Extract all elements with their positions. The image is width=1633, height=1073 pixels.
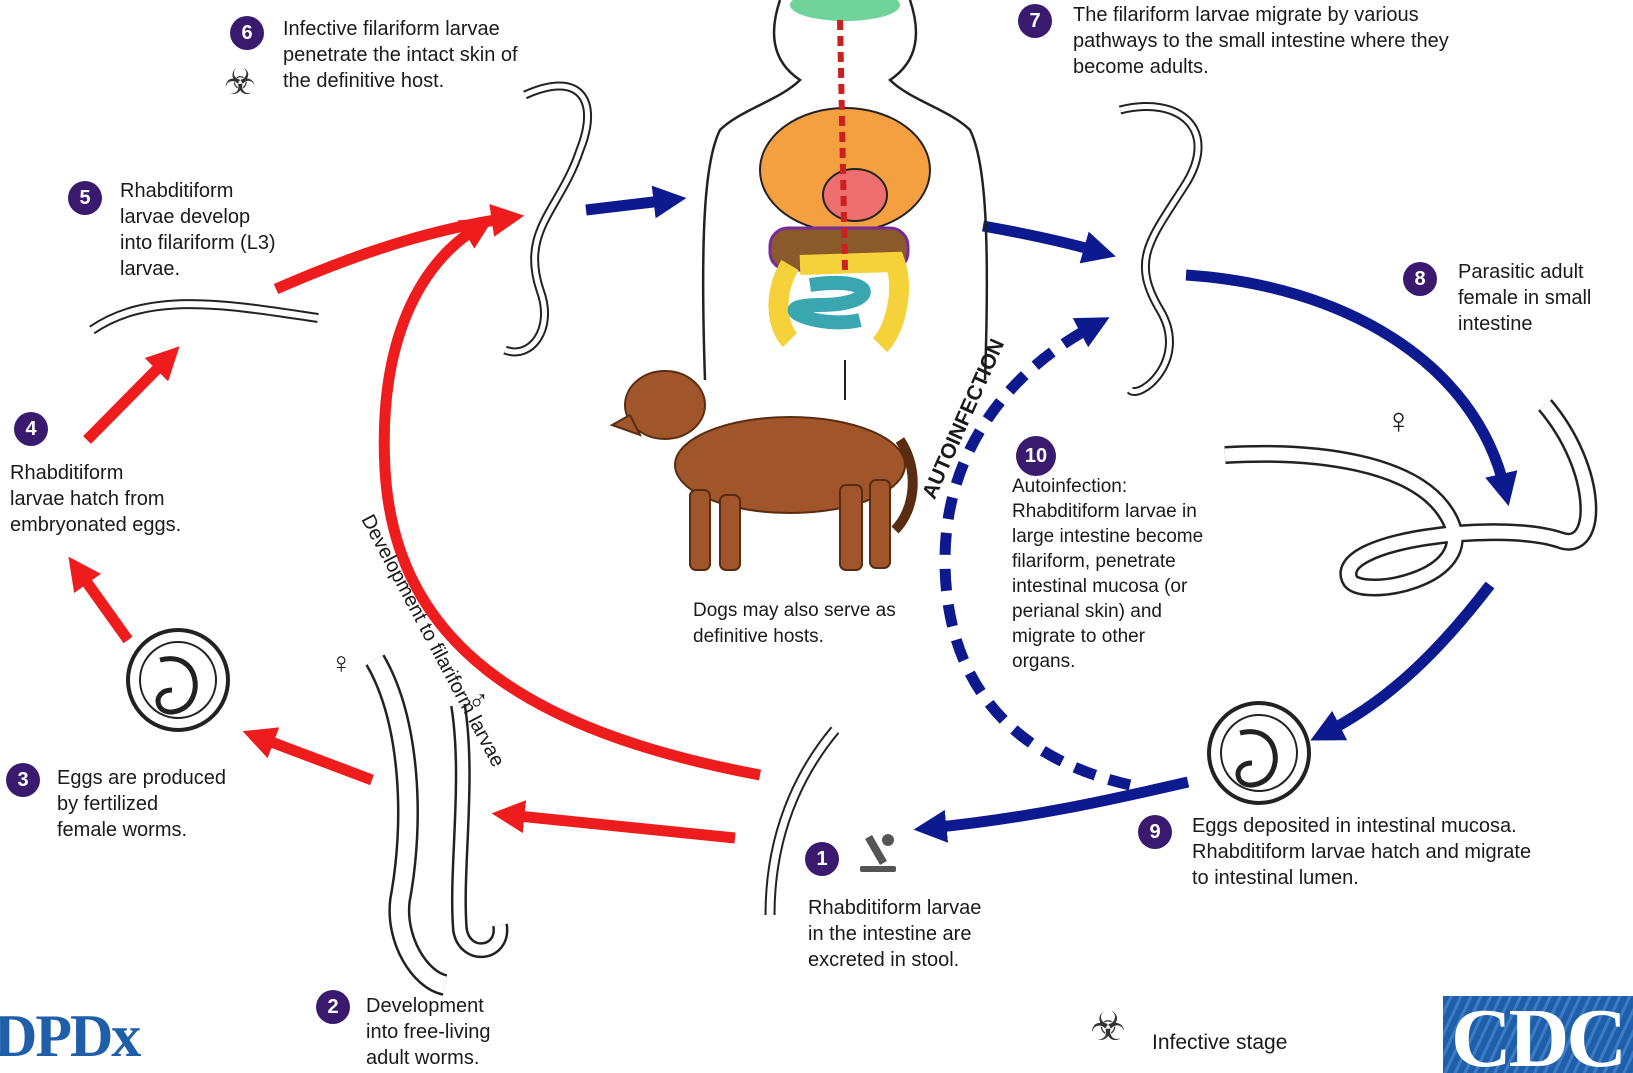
step-2-badge: 2 [316, 990, 350, 1024]
step-4-badge: 4 [14, 412, 48, 446]
filariform-larva-7 [1120, 107, 1198, 392]
small-intestine [795, 283, 864, 322]
legend-infective-stage: Infective stage [1152, 1030, 1287, 1056]
step-6-badge: 6 [230, 16, 264, 50]
step-1-text: Rhabditiform larvae in the intestine are… [808, 895, 981, 973]
arrow-4-to-5 [87, 358, 168, 440]
rhabditiform-larva-5 [92, 304, 318, 330]
step-3-badge: 3 [6, 763, 40, 797]
step-4-text: Rhabditiform larvae hatch from embryonat… [10, 460, 181, 538]
arrow-6-to-host [586, 200, 670, 210]
male-symbol: ♂ [468, 685, 489, 717]
dogs-caption: Dogs may also serve as definitive hosts. [693, 598, 896, 650]
step-7-text: The filariform larvae migrate by various… [1073, 2, 1449, 80]
female-symbol-8: ♀ [1385, 400, 1412, 442]
step-10-badge: 10 [1016, 436, 1056, 476]
step-2-text: Development into free-living adult worms… [366, 993, 491, 1071]
dpdx-logo: DPDx [0, 1002, 139, 1071]
step-8-badge: 8 [1403, 262, 1437, 296]
human-host [703, 0, 987, 400]
arrow-2-to-3 [258, 737, 372, 780]
step-9-text: Eggs deposited in intestinal mucosa. Rha… [1192, 813, 1531, 891]
microscope-icon [860, 834, 896, 872]
arrow-8-to-9 [1325, 585, 1490, 733]
egg-9 [1209, 703, 1309, 803]
cdc-logo: CDC [1443, 996, 1633, 1073]
arrow-3-to-4 [78, 570, 128, 640]
step-9-badge: 9 [1138, 815, 1172, 849]
step-5-badge: 5 [68, 181, 102, 215]
step-10-text: Autoinfection: Rhabditiform larvae in la… [1012, 474, 1203, 674]
step-1-badge: 1 [805, 842, 839, 876]
heart [823, 169, 887, 221]
rhabditiform-larva-1 [770, 730, 835, 915]
egg-3 [128, 630, 228, 730]
biohazard-icon: ☣ [224, 62, 256, 103]
step-7-badge: 7 [1018, 4, 1052, 38]
step-5-text: Rhabditiform larvae develop into filarif… [120, 178, 276, 282]
arrow-host-to-7 [983, 226, 1100, 252]
step-6-text: Infective filariform larvae penetrate th… [283, 16, 518, 94]
cdc-logo-text: CDC [1451, 996, 1624, 1073]
dog-host [612, 371, 913, 570]
female-symbol-3: ♀ [330, 647, 353, 681]
step-3-text: Eggs are produced by fertilized female w… [57, 765, 226, 843]
step-8-text: Parasitic adult female in small intestin… [1458, 259, 1591, 337]
arrow-1-to-2 [508, 815, 735, 838]
legend-biohazard-icon: ☣ [1090, 1004, 1126, 1050]
